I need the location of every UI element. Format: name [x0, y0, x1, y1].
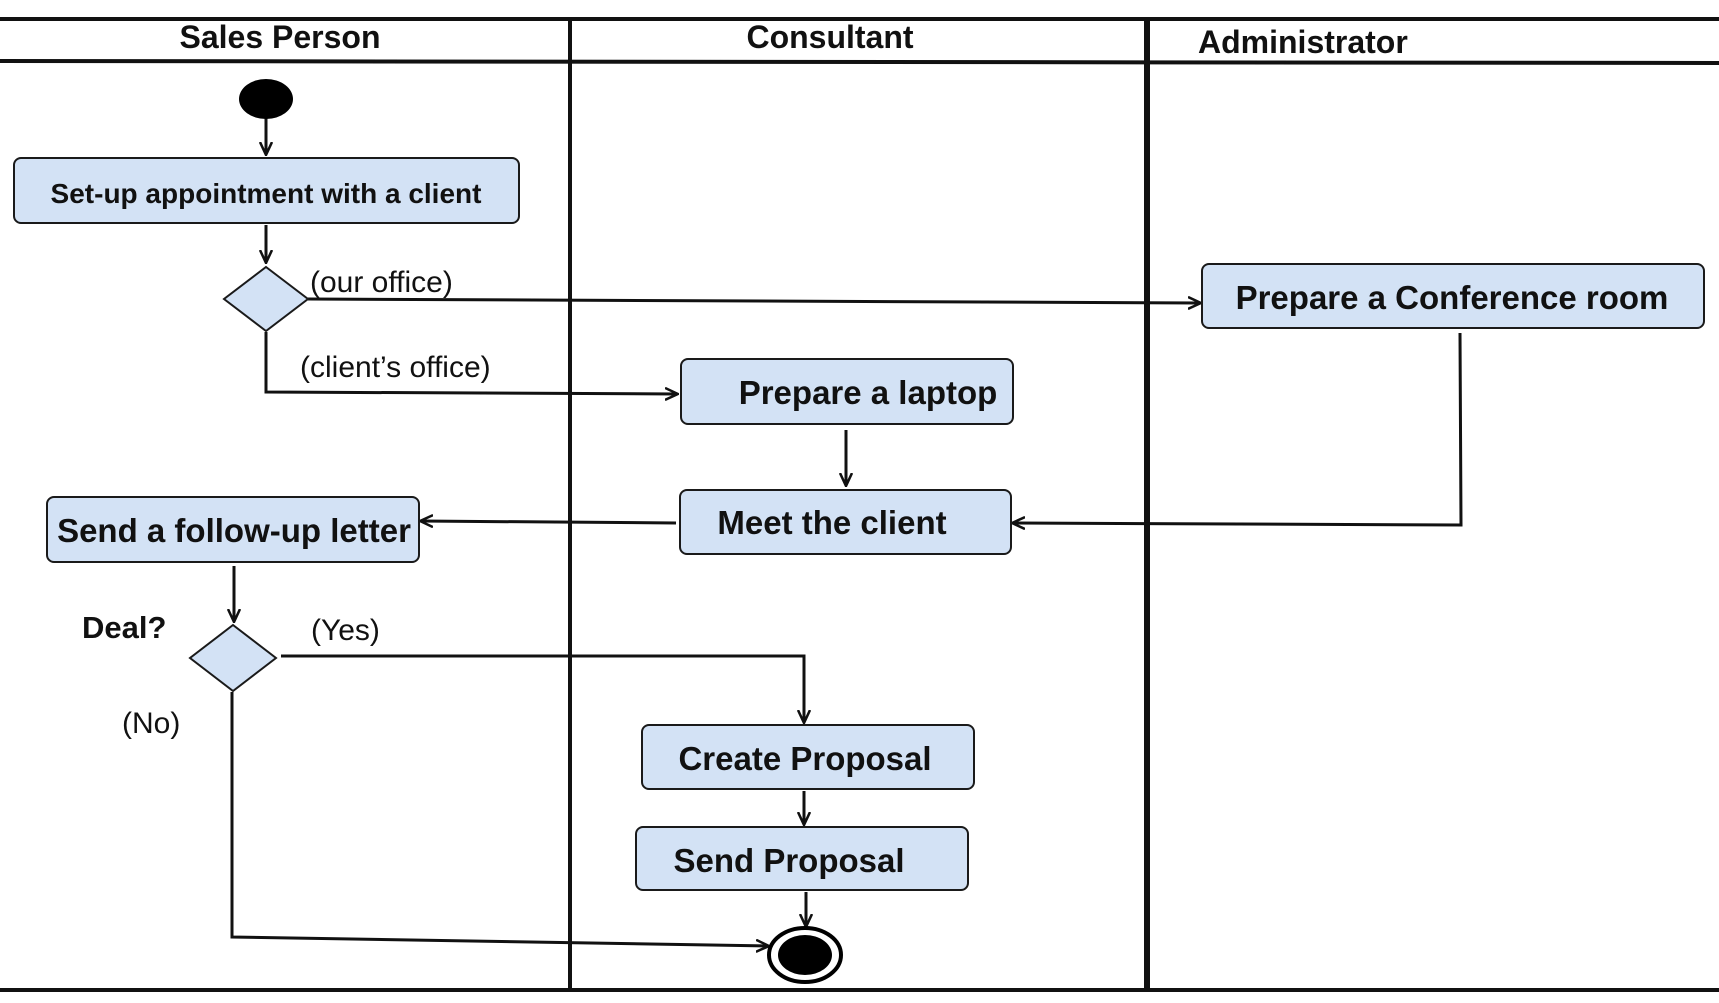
location-decision-diamond	[222, 265, 310, 333]
activity-label: Set-up appointment with a client	[51, 178, 482, 209]
edge-label-no: (No)	[122, 707, 180, 740]
edge-our-office	[307, 299, 1200, 303]
activity-label: Send Proposal	[673, 842, 904, 879]
edge-clients-office	[264, 332, 677, 394]
activity-prepare-laptop: Prepare a laptop	[680, 358, 1014, 425]
end-node	[767, 926, 843, 984]
activity-label: Meet the client	[717, 504, 946, 541]
lane-title-sales-person: Sales Person	[180, 19, 381, 55]
edge-conference-to-meet	[1013, 332, 1463, 525]
edge-meet-to-followup	[421, 521, 677, 523]
activity-prepare-conference-room: Prepare a Conference room	[1201, 263, 1705, 329]
start-node	[239, 79, 293, 119]
activity-setup-appointment: Set-up appointment with a client	[13, 157, 520, 224]
activity-label: Create Proposal	[678, 740, 931, 777]
connectors	[230, 118, 1463, 946]
edge-label-clients-office: (client’s office)	[300, 351, 491, 384]
activity-meet-client: Meet the client	[679, 489, 1012, 555]
activity-create-proposal: Create Proposal	[641, 724, 975, 790]
activity-label: Prepare a Conference room	[1236, 279, 1669, 316]
edge-deal-yes	[281, 654, 804, 722]
swimlane-frame	[0, 17, 1719, 992]
edge-deal-no	[230, 692, 768, 946]
activity-send-follow-up-letter: Send a follow-up letter	[46, 496, 420, 563]
lane-title-administrator: Administrator	[1198, 24, 1408, 60]
header-divider	[0, 59, 1719, 65]
activity-send-proposal: Send Proposal	[635, 826, 969, 891]
activity-label: Send a follow-up letter	[57, 512, 411, 549]
edge-label-our-office: (our office)	[310, 266, 453, 299]
lane-title-consultant: Consultant	[746, 19, 913, 55]
edge-label-yes: (Yes)	[311, 614, 380, 647]
deal-decision-label: Deal?	[82, 610, 166, 645]
deal-decision-diamond	[188, 623, 278, 693]
activity-label: Prepare a laptop	[739, 374, 998, 411]
